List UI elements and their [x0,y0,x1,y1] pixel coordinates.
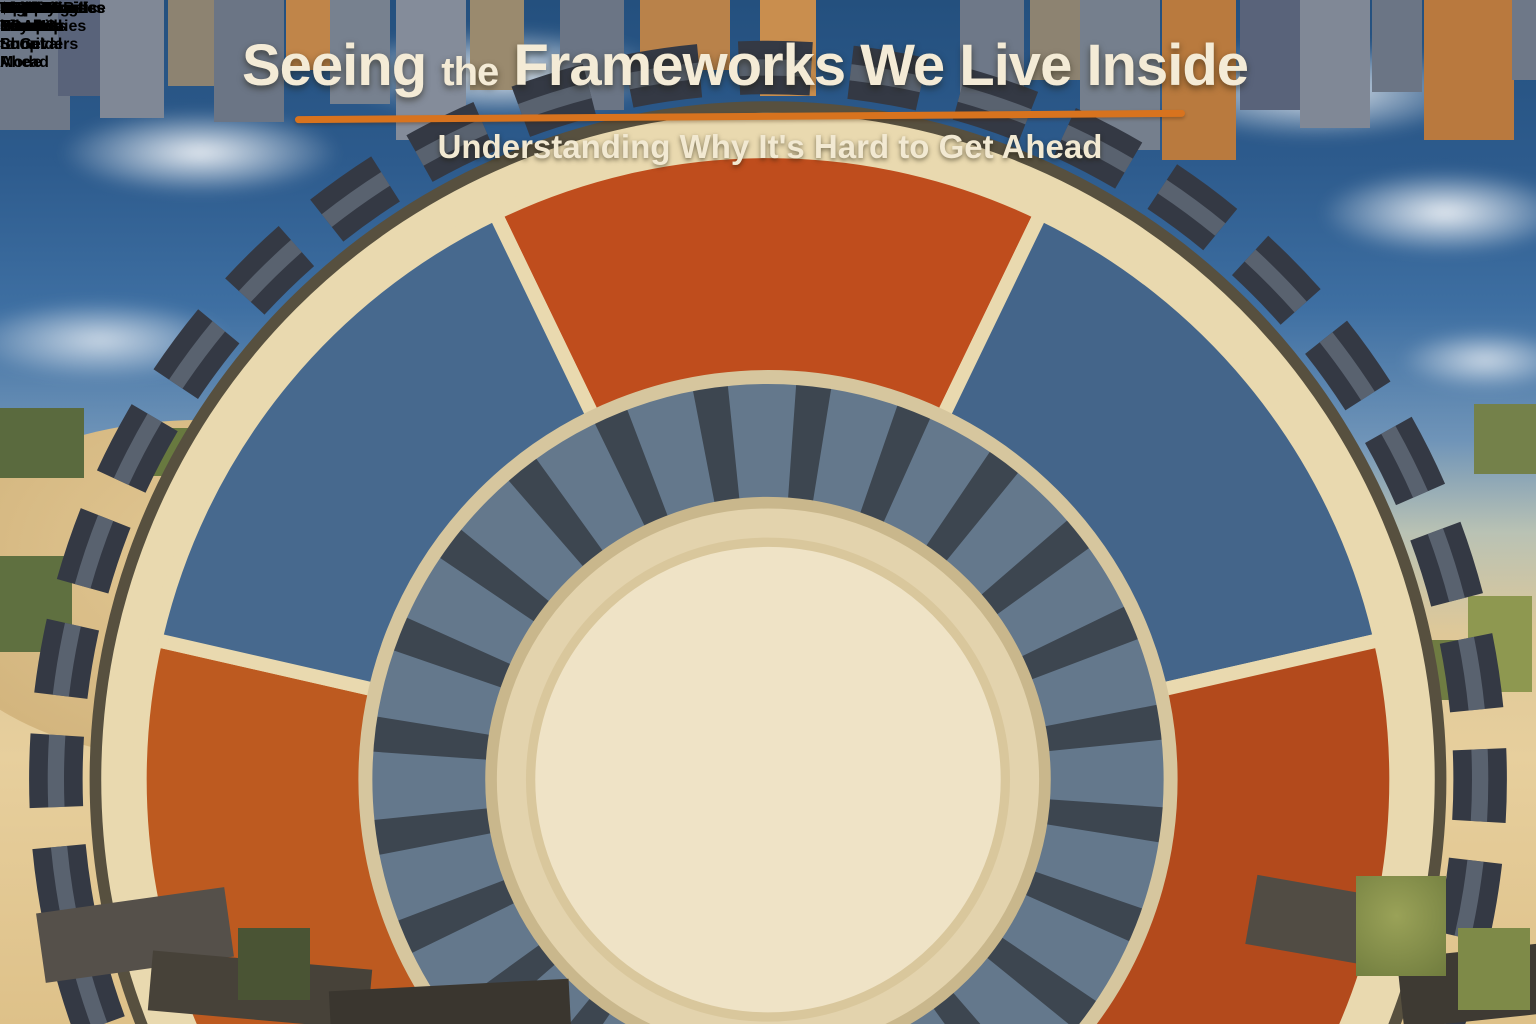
poster-subtitle: Understanding Why It's Hard to Get Ahead [437,128,1103,165]
caption-no-time: No Time to Get Ahead [0,0,49,71]
hub-line3: Loop [0,36,40,53]
skyline-building [214,0,284,122]
rent-sign: RENT [0,0,44,17]
spoke-ring-bg [365,377,1171,1024]
skyline-building [286,0,330,70]
title-word1: Seeing [241,33,427,98]
bureau-line1: Bureaucratic [0,0,98,17]
caption-trapped: Trapped in Survival Mode [0,0,63,71]
foreground-tree [1356,876,1446,976]
ob-line2: Blocked [0,18,63,35]
dpu-line2: Piles Up [0,18,64,35]
skyline-building [1424,0,1514,140]
cloud [1320,170,1536,255]
skyline-building [58,0,104,96]
skyline-building [1162,0,1236,160]
label-opportunities-blocked: Opportunities Blocked [0,0,105,36]
bank-pediment: $ [0,0,9,18]
label-frestine: Fréstine [0,0,63,17]
dollar-sign: $ [0,0,9,17]
medical-bills-label: Medical Bills [0,0,97,17]
dpu-line1: Debt [0,0,36,17]
label-less-time: Less Time [0,0,78,17]
jpb-line1: Just [0,0,33,17]
label-debt-piles-up: Debt Piles Up [0,0,63,36]
foreground-tree [238,928,310,1000]
skyline-building [100,0,164,118]
title-word2: the [441,50,499,94]
payday-loans-sign: PAYDAY LOANS [0,0,63,35]
tree [0,408,84,478]
big-insurance-label: Big Insurance [0,0,106,17]
bureau-line2: Hurdles [0,18,60,35]
ob-line1: Opportunities [0,0,105,17]
hub [525,537,1011,1022]
jpb-line2: Pay Bills [0,18,67,35]
caption-risk: Risk on Your Shoulders [0,0,79,53]
hub-line2: Survival [0,18,63,35]
skyline-building [1030,0,1080,80]
payday-lenders-label: Payday Lenders [0,0,62,36]
payday-line2: Lenders [0,18,63,35]
label-work-more: Work More [0,0,83,17]
skyline-building [1300,0,1370,128]
poster-title: Seeing the Frameworks We Live Inside [170,28,1320,104]
label-just-pay-bills: Just Pay Bills [0,0,67,36]
forms-sign: FORMS [0,0,58,17]
skyline-building [470,0,524,90]
segment-separator-ring [358,370,1178,1024]
cloud [60,110,340,195]
low-wage-label: Low Wage [0,0,79,17]
wheel-center-title: The Survival Loop [0,0,62,54]
credit-card-companies-label: Credit Card Companies [0,0,87,36]
label-no-savings: No Savings [0,0,88,17]
hub-line1: The [0,0,29,17]
skyline-building [1512,0,1536,80]
payday-line1: Payday [0,0,57,17]
title-word3: Frameworks We Live Inside [513,33,1249,98]
credit-line2: Companies [0,18,87,35]
skyline-building [330,0,390,104]
foreground-tree [1458,928,1530,1010]
cloud [1400,330,1536,390]
skyline-building [1240,0,1300,110]
skyline-building [168,0,220,86]
bureaucratic-hurdles-label: Bureaucratic Hurdles [0,0,98,36]
credit-line1: Credit Card [0,0,88,17]
skyline-building [1372,0,1422,92]
tree [1474,404,1536,474]
